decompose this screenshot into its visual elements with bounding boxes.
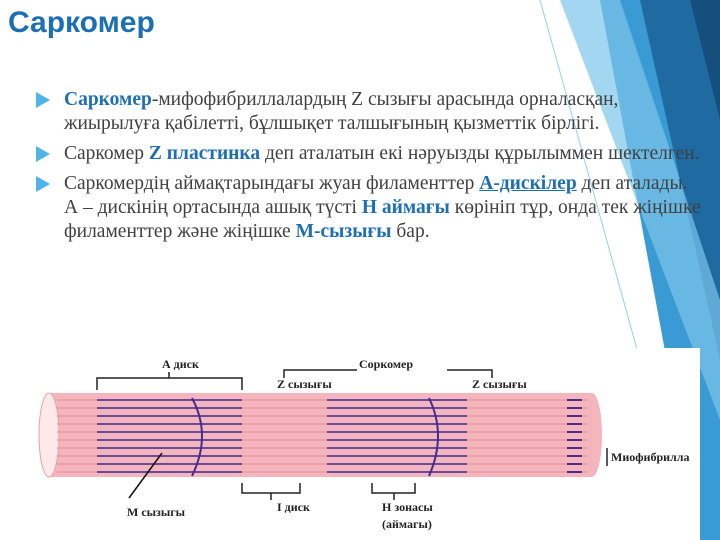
bullet-arrow-icon [36,146,50,162]
label-a-disk: А диск [162,357,199,371]
bullet-arrow-icon [36,176,50,192]
label-z-line-right: Z сызығы [472,377,527,391]
term-link[interactable]: А-дискілер [479,173,577,194]
text: Саркомердің аймақтарындағы жуан филамент… [64,173,480,194]
bullet-list: Саркомер-мифофибриллалардың Z сызығы ара… [36,88,706,250]
text: Саркомер [64,143,149,164]
text: деп аталады. А – дискінің ортасында ашық… [64,173,688,218]
m-line-right [428,397,439,477]
term: Н аймағы [361,197,450,218]
label-z-line-left: Z сызығы [277,377,332,391]
label-h-zone-sub: (аймагы) [382,517,432,531]
sarcomere-diagram: А диск Соркомер Z сызығы Z сызығы Миофиб… [37,348,700,540]
text: -мифофибриллалардың Z сызығы арасында ор… [64,89,619,134]
bullet-item: Саркомер-мифофибриллалардың Z сызығы ара… [36,88,706,136]
slide-title: Саркомер [8,6,155,39]
text: бар. [391,221,430,242]
term: Z пластинка [148,143,261,164]
label-m-line: М сызыгы [127,505,186,519]
term: М-сызығы [295,221,392,242]
label-sarcomere: Соркомер [359,357,413,371]
label-h-zone: Н зонасы [382,500,433,514]
label-i-disk: I диск [277,500,310,514]
label-myofibril: Миофибрилла [611,450,690,464]
term: Саркомер [64,89,152,110]
bullet-arrow-icon [36,92,50,108]
m-line-left [191,397,203,477]
bullet-item: Саркомердің аймақтарындағы жуан филамент… [36,172,706,244]
text: деп аталатын екі нәруызды құрылыммен шек… [260,143,700,164]
bullet-item: Саркомер Z пластинка деп аталатын екі нә… [36,142,706,166]
text: көрініп тұр, онда тек жіңішке филаментте… [64,197,701,242]
